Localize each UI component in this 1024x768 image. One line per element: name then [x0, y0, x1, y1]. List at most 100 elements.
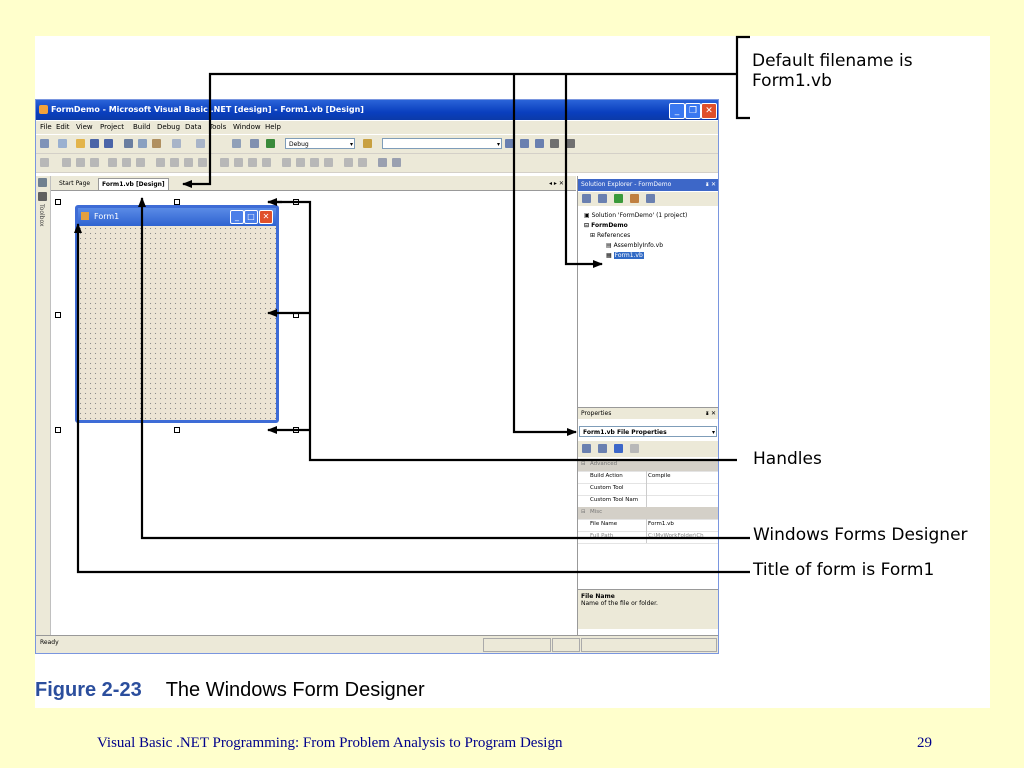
- property-value[interactable]: Form1.vb: [648, 521, 674, 527]
- cut-icon[interactable]: [124, 139, 133, 148]
- solution-explorer-icon[interactable]: [505, 139, 514, 148]
- resize-handle[interactable]: [174, 427, 180, 433]
- find-in-files-icon[interactable]: [363, 139, 372, 148]
- new-project-icon[interactable]: [40, 139, 49, 148]
- properties-icon[interactable]: [520, 139, 529, 148]
- align-rights-icon[interactable]: [90, 158, 99, 167]
- hspacing-increase-icon[interactable]: [234, 158, 243, 167]
- same-size-icon[interactable]: [184, 158, 193, 167]
- tree-item-form1[interactable]: ▦ Form1.vb: [606, 252, 644, 259]
- tools-icon[interactable]: [550, 139, 559, 148]
- property-value[interactable]: Compile: [648, 473, 671, 479]
- vspacing-decrease-icon[interactable]: [310, 158, 319, 167]
- minimize-button[interactable]: _: [669, 103, 685, 119]
- vspacing-remove-icon[interactable]: [324, 158, 333, 167]
- menu-view[interactable]: View: [76, 123, 93, 131]
- pin-close-icon[interactable]: ᵻ ✕: [705, 181, 716, 188]
- align-centers-icon[interactable]: [76, 158, 85, 167]
- center-horizontally-icon[interactable]: [344, 158, 353, 167]
- start-icon[interactable]: [266, 139, 275, 148]
- pin-close-icon[interactable]: ᵻ ✕: [705, 410, 716, 417]
- align-tops-icon[interactable]: [108, 158, 117, 167]
- alphabetical-icon[interactable]: [598, 444, 607, 453]
- undo-icon[interactable]: [172, 139, 181, 148]
- menu-file[interactable]: File: [40, 123, 52, 131]
- resize-handle[interactable]: [55, 312, 61, 318]
- server-explorer-icon[interactable]: [38, 178, 47, 187]
- properties-view-icon[interactable]: [614, 444, 623, 453]
- collapse-icon[interactable]: ⊟: [584, 222, 592, 229]
- tree-item-solution[interactable]: ▣ Solution 'FormDemo' (1 project): [584, 212, 687, 219]
- save-icon[interactable]: [90, 139, 99, 148]
- menu-window[interactable]: Window: [233, 123, 261, 131]
- tab-scroll-arrows-icon[interactable]: ◂ ▸ ✕: [549, 180, 564, 187]
- hspacing-decrease-icon[interactable]: [248, 158, 257, 167]
- tree-item-assemblyinfo[interactable]: ▤ AssemblyInfo.vb: [606, 242, 663, 249]
- open-icon[interactable]: [76, 139, 85, 148]
- more-icon[interactable]: [566, 139, 575, 148]
- tree-item-references[interactable]: ⊞ References: [590, 232, 630, 239]
- property-pages-icon[interactable]: [630, 444, 639, 453]
- expand-icon[interactable]: ⊞: [590, 232, 597, 239]
- toolbox-icon[interactable]: [535, 139, 544, 148]
- menu-build[interactable]: Build: [133, 123, 151, 131]
- resize-handle[interactable]: [174, 199, 180, 205]
- resize-handle[interactable]: [55, 427, 61, 433]
- properties-object-select[interactable]: Form1.vb File Properties▾: [579, 426, 717, 437]
- category-advanced[interactable]: ⊟Advanced: [578, 459, 718, 472]
- resize-handle[interactable]: [55, 199, 61, 205]
- menu-help[interactable]: Help: [265, 123, 281, 131]
- configuration-select[interactable]: Debug▾: [285, 138, 355, 149]
- property-row[interactable]: Custom Tool: [578, 483, 718, 496]
- align-grid-icon[interactable]: [40, 158, 49, 167]
- navigate-icon[interactable]: [232, 139, 241, 148]
- vspacing-icon[interactable]: [282, 158, 291, 167]
- find-combo[interactable]: ▾: [382, 138, 502, 149]
- close-button[interactable]: ✕: [701, 103, 717, 119]
- collapse-icon[interactable]: ⊟: [581, 509, 586, 515]
- vspacing-increase-icon[interactable]: [296, 158, 305, 167]
- same-width-icon[interactable]: [156, 158, 165, 167]
- collapse-icon[interactable]: ⊟: [581, 461, 586, 467]
- properties-icon[interactable]: [646, 194, 655, 203]
- same-height-icon[interactable]: [170, 158, 179, 167]
- align-bottoms-icon[interactable]: [136, 158, 145, 167]
- add-item-icon[interactable]: [58, 139, 67, 148]
- menu-tools[interactable]: Tools: [209, 123, 227, 131]
- view-designer-icon[interactable]: [630, 194, 639, 203]
- bring-to-front-icon[interactable]: [378, 158, 387, 167]
- refresh-icon[interactable]: [598, 194, 607, 203]
- copy-icon[interactable]: [138, 139, 147, 148]
- send-to-back-icon[interactable]: [392, 158, 401, 167]
- maximize-button[interactable]: ❐: [685, 103, 701, 119]
- view-code-icon[interactable]: [614, 194, 623, 203]
- form1-window[interactable]: Form1 _ □ ✕: [75, 205, 279, 423]
- show-all-files-icon[interactable]: [582, 194, 591, 203]
- hspacing-icon[interactable]: [220, 158, 229, 167]
- align-middles-icon[interactable]: [122, 158, 131, 167]
- menu-project[interactable]: Project: [100, 123, 124, 131]
- menu-data[interactable]: Data: [185, 123, 202, 131]
- tab-form1-design[interactable]: Form1.vb [Design]: [98, 178, 169, 190]
- categorized-icon[interactable]: [582, 444, 591, 453]
- tab-start-page[interactable]: Start Page: [59, 180, 91, 187]
- paste-icon[interactable]: [152, 139, 161, 148]
- category-misc[interactable]: ⊟Misc: [578, 507, 718, 520]
- save-all-icon[interactable]: [104, 139, 113, 148]
- find-icon[interactable]: [250, 139, 259, 148]
- form1-client-grid[interactable]: [78, 226, 276, 420]
- tree-item-project[interactable]: ⊟ FormDemo: [584, 222, 628, 229]
- align-lefts-icon[interactable]: [62, 158, 71, 167]
- toolbox-strip[interactable]: Toolbox: [36, 176, 51, 653]
- toolbox-icon[interactable]: [38, 192, 47, 201]
- menu-debug[interactable]: Debug: [157, 123, 181, 131]
- center-vertically-icon[interactable]: [358, 158, 367, 167]
- windows-forms-designer[interactable]: Form1 _ □ ✕: [51, 191, 576, 631]
- hspacing-remove-icon[interactable]: [262, 158, 271, 167]
- menu-edit[interactable]: Edit: [56, 123, 70, 131]
- size-to-grid-icon[interactable]: [198, 158, 207, 167]
- property-value[interactable]: C:\MyWorkFolder\Ch: [648, 533, 704, 539]
- redo-icon[interactable]: [196, 139, 205, 148]
